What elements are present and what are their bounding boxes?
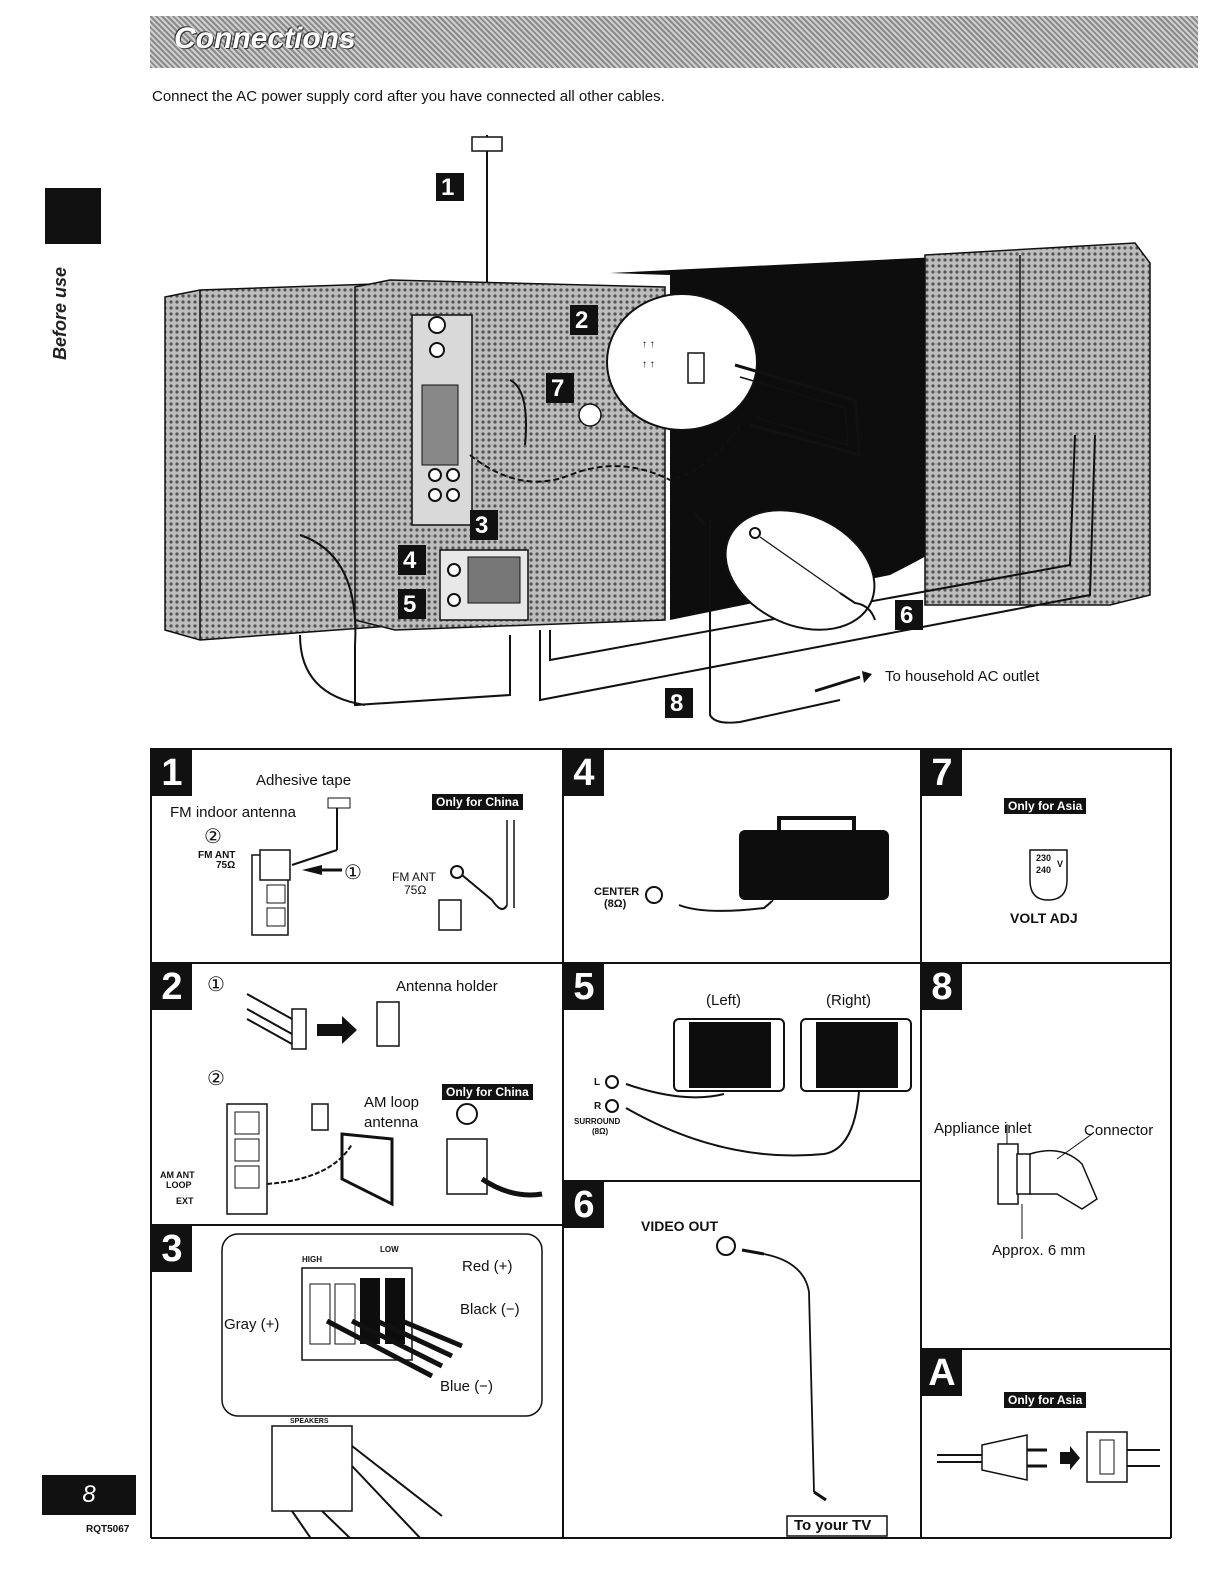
plug-adapter-illustration bbox=[937, 1431, 1160, 1483]
fm-ant-ohm-label: 75Ω bbox=[216, 860, 236, 871]
callout-6: 6 bbox=[900, 602, 914, 629]
left-speaker-label: (Left) bbox=[706, 992, 742, 1009]
svg-text:↑ ↑: ↑ ↑ bbox=[642, 339, 655, 350]
callout-4: 4 bbox=[403, 547, 417, 574]
center-label: CENTER bbox=[594, 886, 640, 898]
surround-ohm-label: (8Ω) bbox=[592, 1127, 609, 1136]
only-for-asia-badge: Only for Asia bbox=[1004, 798, 1087, 814]
l-terminal-label: L bbox=[594, 1077, 601, 1088]
volt-230-label: 230 bbox=[1036, 853, 1052, 863]
ac-cord-illustration bbox=[997, 1124, 1098, 1239]
step-1-marker: ① bbox=[344, 862, 362, 884]
video-cable-illustration bbox=[716, 1236, 888, 1537]
am-ant-label: AM ANT bbox=[160, 1170, 195, 1180]
am-loop-label: AM loop bbox=[364, 1094, 420, 1111]
connector-label: Connector bbox=[1084, 1122, 1154, 1139]
document-code: RQT5067 bbox=[86, 1524, 130, 1535]
fm-ant-china-label: FM ANT bbox=[392, 870, 436, 884]
fm-ant-terminal-label: FM ANT bbox=[198, 850, 236, 861]
callout-1: 1 bbox=[441, 174, 455, 201]
black-wire-label: Black (−) bbox=[460, 1301, 520, 1318]
panel-tag: 1 bbox=[152, 750, 192, 796]
panel-7-voltage-adjust: 7 Only for Asia 230 240 V VOLT ADJ bbox=[921, 749, 1171, 963]
to-your-tv-label: To your TV bbox=[794, 1517, 872, 1534]
gray-wire-label: Gray (+) bbox=[224, 1316, 280, 1333]
surround-label: SURROUND bbox=[574, 1117, 621, 1126]
approx-6mm-label: Approx. 6 mm bbox=[992, 1242, 1086, 1259]
panel-4-center-speaker: 4 CENTER (8Ω) bbox=[563, 749, 921, 963]
fm-antenna-illustration bbox=[251, 797, 515, 936]
panel-tag: 4 bbox=[564, 750, 604, 796]
high-label: HIGH bbox=[302, 1255, 322, 1264]
page-number: 8 bbox=[42, 1475, 136, 1515]
fm-indoor-antenna-label: FM indoor antenna bbox=[170, 804, 296, 821]
callout-5: 5 bbox=[403, 591, 417, 618]
panel-5-surround-speakers: 5 (Left) (Right) L R SURROUND (8Ω) bbox=[563, 963, 921, 1181]
volt-unit-label: V bbox=[1057, 859, 1064, 869]
low-label: LOW bbox=[380, 1245, 399, 1254]
panel-tag: 7 bbox=[922, 750, 962, 796]
speakers-label: SPEAKERS bbox=[290, 1418, 329, 1425]
panel-tag: 6 bbox=[564, 1182, 604, 1228]
center-ohm-label: (8Ω) bbox=[604, 898, 627, 910]
panel-8-ac-cord: 8 Appliance inlet Connector Approx. 6 mm bbox=[921, 963, 1171, 1349]
voltage-selector-illustration bbox=[1029, 849, 1068, 901]
panel-tag: 8 bbox=[922, 964, 962, 1010]
panel-tag: 2 bbox=[152, 964, 192, 1010]
step-2-marker: ② bbox=[207, 1068, 225, 1090]
surround-speakers-illustration bbox=[605, 1018, 912, 1157]
video-out-label: VIDEO OUT bbox=[641, 1218, 719, 1234]
panel-2-am-loop: 2 ① ② Antenna holder AM loop antenna Onl… bbox=[151, 963, 563, 1225]
ext-label: EXT bbox=[176, 1196, 194, 1206]
r-terminal-label: R bbox=[594, 1101, 602, 1112]
ac-outlet-label: To household AC outlet bbox=[885, 668, 1040, 685]
am-loop-illustration bbox=[226, 993, 543, 1215]
speaker-terminal-illustration bbox=[221, 1233, 543, 1538]
panel-3-main-speakers: 3 Red (+) Black (−) Gray (+) Blue (−) HI… bbox=[151, 1225, 563, 1539]
appliance-inlet-label: Appliance inlet bbox=[934, 1120, 1032, 1137]
rear-panel-illustration: ↑ ↑ ↑ ↑ bbox=[164, 135, 1151, 724]
connection-steps-grid: 1 Adhesive tape FM indoor antenna Only f… bbox=[150, 748, 1172, 1539]
only-for-china-badge: Only for China bbox=[432, 794, 523, 810]
right-speaker-label: (Right) bbox=[826, 992, 872, 1009]
red-wire-label: Red (+) bbox=[462, 1258, 513, 1275]
side-section-label: Before use bbox=[50, 266, 70, 360]
main-connection-diagram: ↑ ↑ ↑ ↑ 1 2 3 4 5 6 7 8 To household AC … bbox=[150, 125, 1170, 730]
side-tab-block bbox=[45, 188, 101, 244]
volt-240-label: 240 bbox=[1036, 865, 1052, 875]
callout-8: 8 bbox=[670, 690, 684, 717]
am-loop-antenna-label: antenna bbox=[364, 1114, 419, 1131]
volt-adj-label: VOLT ADJ bbox=[1010, 910, 1078, 926]
intro-text: Connect the AC power supply cord after y… bbox=[152, 88, 665, 105]
panel-tag: A bbox=[922, 1350, 962, 1396]
step-1-marker: ① bbox=[207, 974, 225, 996]
center-speaker-illustration bbox=[645, 816, 889, 912]
adhesive-tape-label: Adhesive tape bbox=[256, 772, 352, 789]
only-for-china-badge: Only for China bbox=[442, 1084, 533, 1100]
callout-3: 3 bbox=[475, 512, 489, 539]
callout-7: 7 bbox=[551, 375, 565, 402]
only-for-asia-badge: Only for Asia bbox=[1004, 1392, 1087, 1408]
svg-text:↑ ↑: ↑ ↑ bbox=[642, 359, 655, 370]
antenna-holder-label: Antenna holder bbox=[396, 978, 498, 995]
panel-1-fm-antenna: 1 Adhesive tape FM indoor antenna Only f… bbox=[151, 749, 563, 963]
blue-wire-label: Blue (−) bbox=[440, 1378, 493, 1395]
header-bar: Connections bbox=[150, 16, 1198, 68]
section-title: Connections bbox=[174, 22, 356, 55]
panel-a-plug-adapter: A Only for Asia bbox=[921, 1349, 1171, 1539]
panel-tag: 3 bbox=[152, 1226, 192, 1272]
panel-tag: 5 bbox=[564, 964, 604, 1010]
fm-ant-china-ohm-label: 75Ω bbox=[404, 883, 427, 897]
callout-markers bbox=[398, 173, 923, 718]
callout-2: 2 bbox=[575, 307, 589, 334]
loop-label: LOOP bbox=[166, 1180, 192, 1190]
step-2-marker: ② bbox=[204, 826, 222, 848]
panel-6-video-out: 6 VIDEO OUT To your TV bbox=[563, 1181, 921, 1539]
